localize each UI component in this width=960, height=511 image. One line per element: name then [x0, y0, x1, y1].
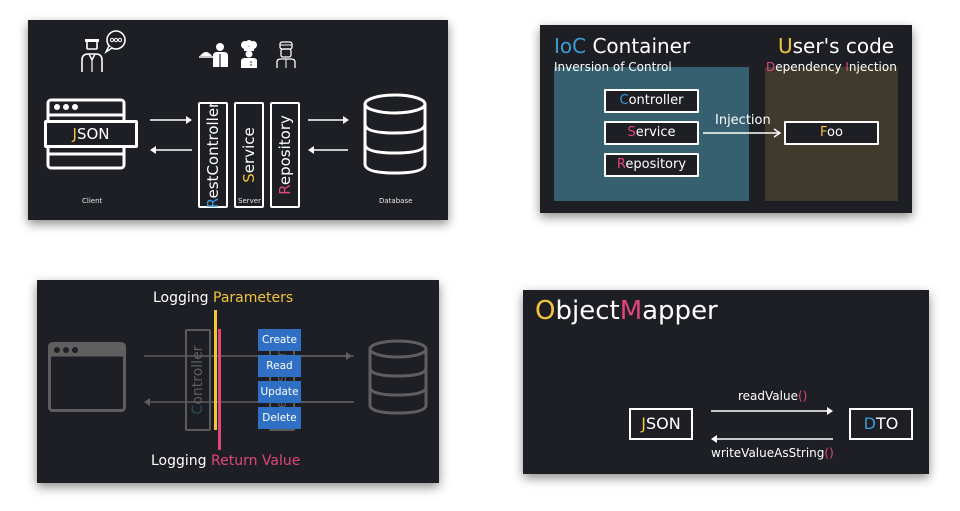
ioc-container-panel: IoC Container Inversion of Control User'… [540, 25, 912, 213]
database-caption: Database [379, 197, 413, 205]
waiter-icon [199, 43, 228, 67]
object-mapper-title: ObjectMapper [535, 296, 718, 326]
chef-icon [241, 40, 257, 68]
server-caption: Server [238, 197, 261, 205]
aop-logging-panel: Logging Parameters Controller Repository… [37, 280, 439, 483]
spring-architecture-panel: JSON RestController Service Repository C… [28, 20, 448, 220]
logging-parameters-label: Logging Parameters [153, 290, 294, 306]
foo-class: Foo [784, 121, 879, 145]
read-value-arrow [711, 407, 833, 415]
service-bean: Service [604, 121, 699, 145]
crud-create: Create [258, 329, 301, 351]
json-box: JSON [629, 408, 693, 440]
dto-box: DTO [849, 408, 913, 440]
service-layer: Service [234, 102, 264, 208]
user-code-title: User's code [778, 34, 895, 58]
injection-arrow [703, 128, 782, 138]
crud-read: Read [258, 355, 301, 377]
write-value-as-string-method: writeValueAsString() [711, 446, 834, 460]
database-icon [368, 339, 428, 415]
database-icon [363, 93, 427, 175]
client-caption: Client [82, 197, 103, 205]
repository-bean: Repository [604, 153, 699, 177]
injection-label: Injection [715, 113, 771, 128]
cook-icon [276, 41, 296, 68]
rest-controller-layer: RestController [198, 102, 228, 208]
repository-layer: Repository [270, 102, 300, 208]
object-mapper-panel: ObjectMapper JSON DTO readValue() writeV… [523, 290, 929, 474]
client-server-arrows [150, 116, 192, 154]
ioc-title: IoC Container [554, 34, 691, 58]
customer-speech-bubble-icon [81, 30, 126, 72]
client-window-icon [48, 342, 126, 412]
read-value-method: readValue() [738, 389, 808, 403]
repository-database-lines [295, 352, 352, 403]
controller-layer: Controller [185, 329, 211, 431]
json-payload-label: JSON [44, 120, 138, 148]
server-database-arrows [308, 116, 349, 154]
logging-return-value-label: Logging Return Value [151, 453, 301, 469]
crud-delete: Delete [258, 407, 301, 429]
dependency-injection-subtitle: Dependency Injection [766, 60, 897, 74]
controller-bean: Controller [604, 89, 699, 113]
return-value-pointcut-line [218, 329, 221, 450]
crud-update: Update [258, 381, 301, 403]
write-value-arrow [711, 435, 833, 443]
ioc-subtitle: Inversion of Control [554, 60, 672, 74]
parameters-pointcut-line [214, 310, 217, 430]
